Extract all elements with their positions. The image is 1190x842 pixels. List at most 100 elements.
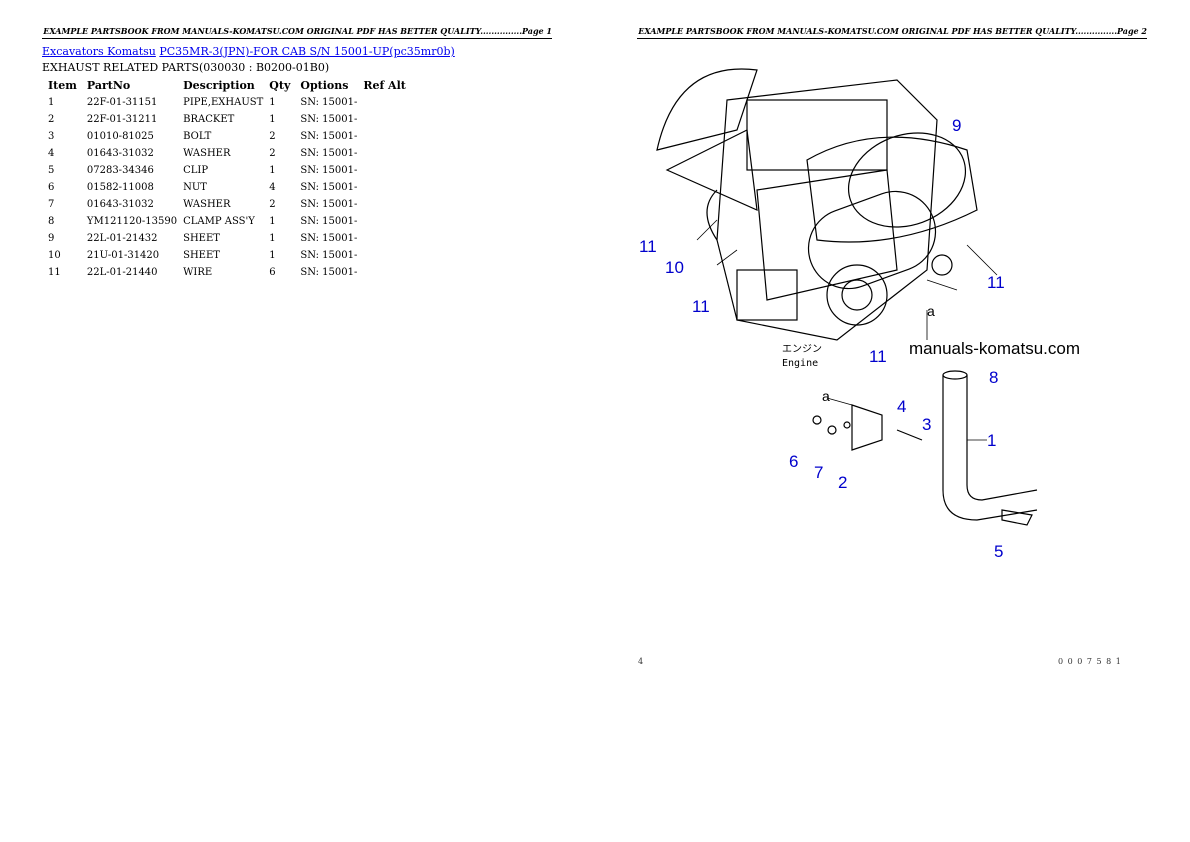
table-cell: WASHER xyxy=(183,148,231,159)
table-cell: 01643-31032 xyxy=(86,199,154,210)
table-cell: 6 xyxy=(269,267,276,278)
table-cell: 9 xyxy=(48,233,55,244)
table-cell: 5 xyxy=(48,165,55,176)
leader-lines xyxy=(696,219,998,441)
table-cell: 10 xyxy=(48,250,61,261)
table-cell xyxy=(359,197,412,214)
column-header: Ref Alt xyxy=(363,79,406,92)
callout-5: 5 xyxy=(994,542,1003,561)
table-cell xyxy=(359,180,412,197)
table-row: 3 01010-81025 BOLT 2 SN: 15001- xyxy=(44,129,412,146)
callout-11: 11 xyxy=(639,237,657,256)
table-cell: 22L-01-21440 xyxy=(86,267,158,278)
section-title: EXHAUST RELATED PARTS(030030 : B0200-01B… xyxy=(42,61,330,74)
watermark: manuals-komatsu.com xyxy=(909,339,1080,358)
table-cell: WASHER xyxy=(183,199,231,210)
table-cell xyxy=(359,214,412,231)
label-a: a xyxy=(822,388,830,404)
table-cell: 22F-01-31151 xyxy=(86,97,158,108)
callout-4: 4 xyxy=(897,397,906,416)
column-header: Qty xyxy=(269,79,291,92)
callout-1: 1 xyxy=(987,431,996,450)
breadcrumb-link-category[interactable]: Excavators Komatsu xyxy=(42,45,156,58)
table-cell xyxy=(359,231,412,248)
callout-11: 11 xyxy=(987,273,1005,292)
table-cell: 1 xyxy=(269,233,276,244)
table-cell: PIPE,EXHAUST xyxy=(183,97,264,108)
table-cell: 2 xyxy=(269,131,276,142)
table-cell: SHEET xyxy=(183,233,220,244)
table-cell: 11 xyxy=(48,267,61,278)
table-cell: 2 xyxy=(269,199,276,210)
footer-page-number: 4 xyxy=(638,657,644,666)
exhaust-diagram: 9 11 10 11 11 11 8 4 3 1 6 7 2 5 a a エンジ… xyxy=(639,68,1080,561)
table-cell: BOLT xyxy=(183,131,212,142)
table-cell: 1 xyxy=(269,97,276,108)
table-cell: 7 xyxy=(48,199,55,210)
table-cell: 1 xyxy=(269,216,276,227)
table-cell: CLIP xyxy=(183,165,209,176)
table-cell: BRACKET xyxy=(183,114,235,125)
table-cell: SN: 15001- xyxy=(300,216,358,227)
table-cell xyxy=(359,95,412,112)
table-cell: 3 xyxy=(48,131,55,142)
breadcrumb-link-model[interactable]: PC35MR-3(JPN)-FOR CAB S/N 15001-UP(pc35m… xyxy=(159,45,455,58)
header-row: Item PartNo Description Qty Options Ref Alt xyxy=(44,78,412,95)
column-header: Description xyxy=(183,79,255,92)
table-cell: 1 xyxy=(269,165,276,176)
engine-label-en: Engine xyxy=(782,358,818,369)
page2-header: EXAMPLE PARTSBOOK FROM MANUALS-KOMATSU.C… xyxy=(637,26,1147,39)
table-cell xyxy=(359,112,412,129)
table-cell: 1 xyxy=(269,250,276,261)
table-cell: 21U-01-31420 xyxy=(86,250,160,261)
table-row: 4 01643-31032 WASHER 2 SN: 15001- xyxy=(44,146,412,163)
table-cell: 1 xyxy=(48,97,55,108)
table-cell: SN: 15001- xyxy=(300,233,358,244)
callout-10: 10 xyxy=(665,258,684,277)
column-header: PartNo xyxy=(86,79,131,92)
table-cell: SN: 15001- xyxy=(300,267,358,278)
column-header: Options xyxy=(300,79,349,92)
table-cell: YM121120-13590 xyxy=(86,216,178,227)
table-cell: 22L-01-21432 xyxy=(86,233,158,244)
callout-3: 3 xyxy=(922,415,931,434)
table-cell: 2 xyxy=(269,148,276,159)
engine-label-jp: エンジン xyxy=(782,344,822,355)
table-cell: 1 xyxy=(269,114,276,125)
table-cell xyxy=(359,248,412,265)
table-cell: 01010-81025 xyxy=(86,131,154,142)
parts-table: Item PartNo Description Qty Options Ref Alt 1… xyxy=(44,78,412,282)
engine-drawing xyxy=(656,68,978,341)
table-cell: 01643-31032 xyxy=(86,148,154,159)
table-cell: 2 xyxy=(48,114,55,125)
pipe-drawing xyxy=(812,370,1038,526)
table-cell: SN: 15001- xyxy=(300,131,358,142)
page1-header: EXAMPLE PARTSBOOK FROM MANUALS-KOMATSU.C… xyxy=(42,26,552,39)
table-cell: SN: 15001- xyxy=(300,182,358,193)
table-cell: 6 xyxy=(48,182,55,193)
callout-8: 8 xyxy=(989,368,998,387)
table-cell: 22F-01-31211 xyxy=(86,114,158,125)
table-cell: SN: 15001- xyxy=(300,148,358,159)
table-cell xyxy=(359,265,412,282)
breadcrumb: Excavators Komatsu PC35MR-3(JPN)-FOR CAB… xyxy=(42,45,455,58)
table-cell: 4 xyxy=(48,148,55,159)
footer-drawing-number: 0 0 0 7 5 8 1 xyxy=(1058,657,1122,666)
table-cell: 07283-34346 xyxy=(86,165,154,176)
callout-6: 6 xyxy=(789,452,798,471)
table-cell: 4 xyxy=(269,182,276,193)
callout-2: 2 xyxy=(838,473,847,492)
callout-7: 7 xyxy=(814,463,823,482)
column-header: Item xyxy=(48,79,77,92)
table-cell: 01582-11008 xyxy=(86,182,154,193)
table-cell xyxy=(359,129,412,146)
table-cell: 8 xyxy=(48,216,55,227)
